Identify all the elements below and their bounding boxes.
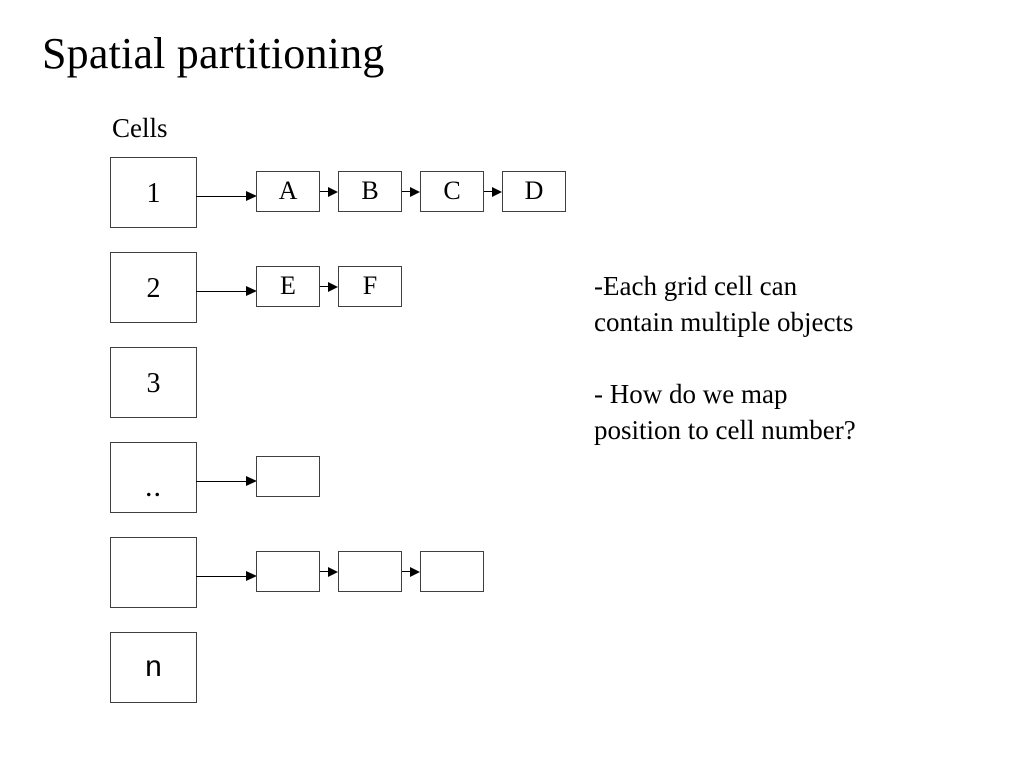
arrow-line (196, 196, 248, 197)
cell-to-list-arrow-icon (196, 286, 257, 297)
cell-label: 2 (146, 273, 161, 304)
note-line: contain multiple objects (594, 307, 854, 337)
cell-label: 3 (146, 368, 161, 399)
notes-block: -Each grid cell can contain multiple obje… (594, 268, 974, 448)
list-link-arrow-icon (320, 186, 338, 197)
object-node-box[interactable]: E (256, 266, 320, 307)
arrow-head (246, 191, 257, 201)
arrow-line (196, 576, 248, 577)
arrow-head (328, 186, 338, 197)
object-list (256, 456, 320, 497)
note-line: - How do we map (594, 379, 788, 409)
cell-box[interactable] (110, 537, 197, 608)
cell-to-list-arrow-icon (196, 476, 257, 487)
cell-label: 1 (146, 178, 161, 209)
object-node-box[interactable]: F (338, 266, 402, 307)
cell-box[interactable]: .. (110, 442, 197, 513)
cell-box[interactable]: 3 (110, 347, 197, 418)
object-node-box[interactable]: C (420, 171, 484, 212)
arrow-line (320, 190, 330, 192)
cell-to-list-arrow-icon (196, 571, 257, 582)
object-node-box[interactable] (338, 551, 402, 592)
note-paragraph: - How do we map position to cell number? (594, 376, 974, 448)
object-node-box[interactable]: A (256, 171, 320, 212)
object-node-box[interactable] (256, 551, 320, 592)
arrow-line (320, 570, 330, 572)
cell-box[interactable]: n (110, 632, 197, 703)
arrow-head (492, 186, 502, 197)
arrow-line (402, 190, 412, 192)
arrow-line (402, 570, 412, 572)
object-node-label: D (524, 176, 544, 205)
note-line: position to cell number? (594, 415, 856, 445)
list-link-arrow-icon (402, 186, 420, 197)
arrow-head (246, 571, 257, 581)
note-line: -Each grid cell can (594, 271, 798, 301)
cell-label: n (145, 650, 162, 683)
cell-box[interactable]: 1 (110, 157, 197, 228)
cell-box[interactable]: 2 (110, 252, 197, 323)
arrow-head (246, 476, 257, 486)
object-node-box[interactable]: B (338, 171, 402, 212)
cell-to-list-arrow-icon (196, 191, 257, 202)
arrow-head (410, 186, 420, 197)
list-link-arrow-icon (320, 566, 338, 577)
list-link-arrow-icon (320, 281, 338, 292)
arrow-head (328, 281, 338, 292)
arrow-head (328, 566, 338, 577)
arrow-line (320, 285, 330, 287)
cells-column-label: Cells (112, 113, 168, 143)
object-node-label: A (278, 176, 298, 205)
object-list (256, 551, 484, 592)
arrow-line (196, 291, 248, 292)
list-link-arrow-icon (484, 186, 502, 197)
object-list: A B C D (256, 171, 566, 212)
object-node-box[interactable] (256, 456, 320, 497)
page-title: Spatial partitioning (42, 29, 385, 78)
object-node-box[interactable]: D (502, 171, 566, 212)
object-node-label: C (443, 176, 461, 205)
object-node-label: E (280, 271, 296, 300)
object-node-label: F (362, 271, 378, 300)
arrow-head (410, 566, 420, 577)
note-paragraph: -Each grid cell can contain multiple obje… (594, 268, 974, 340)
object-node-label: B (361, 176, 379, 205)
cell-label: .. (145, 470, 162, 503)
object-node-box[interactable] (420, 551, 484, 592)
arrow-line (196, 481, 248, 482)
arrow-line (484, 190, 494, 192)
arrow-head (246, 286, 257, 296)
list-link-arrow-icon (402, 566, 420, 577)
